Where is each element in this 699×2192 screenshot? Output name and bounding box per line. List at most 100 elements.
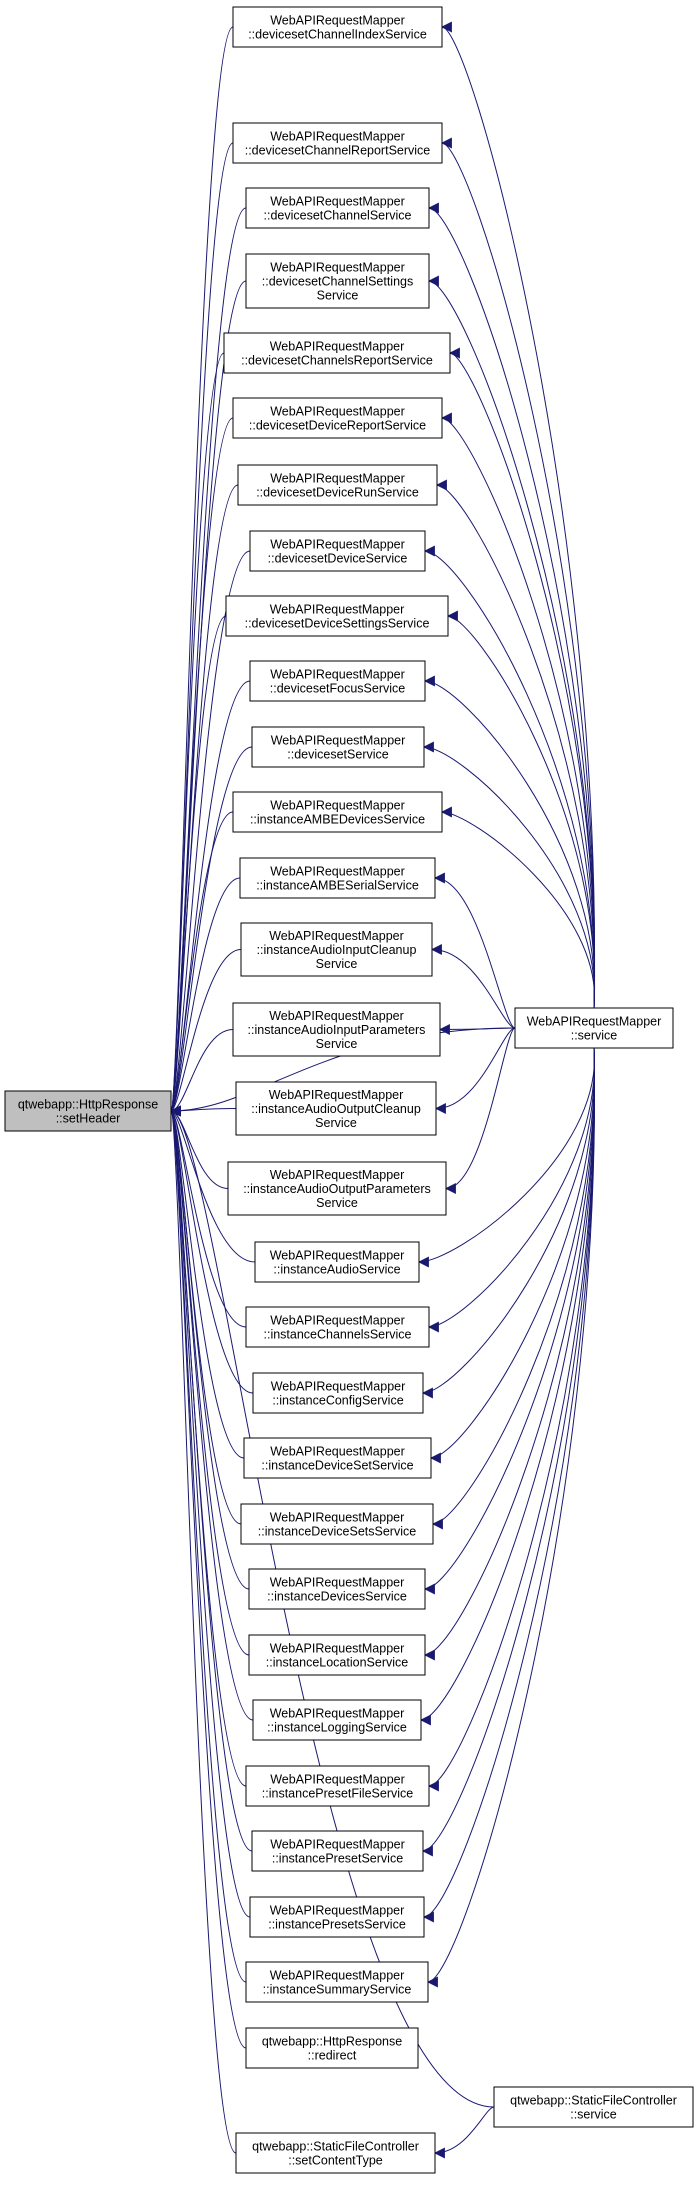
node-box — [4, 1090, 172, 1132]
node-dsService[interactable]: WebAPIRequestMapper::devicesetService — [251, 726, 425, 768]
node-redirect[interactable]: qtwebapp::HttpResponse::redirect — [245, 2027, 419, 2069]
node-ilogService[interactable]: WebAPIRequestMapper::instanceLoggingServ… — [252, 1699, 422, 1741]
node-iaocService[interactable]: WebAPIRequestMapper::instanceAudioOutput… — [235, 1081, 437, 1136]
node-label-line: WebAPIRequestMapper — [271, 1380, 406, 1394]
node-dcrService[interactable]: WebAPIRequestMapper::devicesetChannelRep… — [232, 122, 443, 164]
node-dcrsService[interactable]: WebAPIRequestMapper::devicesetChannelsRe… — [223, 332, 451, 374]
edge-mapperService-to-ipsService — [422, 1047, 595, 1923]
node-label-line: ::instanceConfigService — [272, 1394, 403, 1408]
node-iaicService[interactable]: WebAPIRequestMapper::instanceAudioInputC… — [240, 922, 433, 977]
node-label-line: ::devicesetChannelReportService — [245, 144, 431, 158]
edge-mapperService-to-iaopService — [444, 1027, 516, 1194]
node-label-line: WebAPIRequestMapper — [270, 1445, 405, 1459]
node-box — [248, 1634, 426, 1676]
edge-iambedService-to-root — [169, 811, 234, 1117]
node-ddrunService[interactable]: WebAPIRequestMapper::devicesetDeviceRunS… — [237, 464, 438, 506]
node-label-line: ::devicesetChannelIndexService — [248, 28, 427, 42]
node-box — [249, 530, 426, 572]
node-label-line: ::instanceAudioInputCleanup — [257, 943, 417, 957]
node-ipfService[interactable]: WebAPIRequestMapper::instancePresetFileS… — [245, 1765, 430, 1807]
node-label-line: ::devicesetService — [287, 748, 388, 762]
node-setContentType[interactable]: qtwebapp::StaticFileController::setConte… — [235, 2132, 436, 2174]
node-box — [245, 1961, 429, 2003]
node-label-line: WebAPIRequestMapper — [270, 1707, 405, 1721]
node-box — [243, 1437, 432, 1479]
edge-iambesService-to-root — [169, 877, 241, 1117]
node-ilocService[interactable]: WebAPIRequestMapper::instanceLocationSer… — [248, 1634, 426, 1676]
node-label-line: ::instanceDevicesService — [267, 1590, 407, 1604]
node-label-line: ::instanceAMBEDevicesService — [250, 813, 425, 827]
edge-mapperService-to-iaicService — [430, 944, 516, 1029]
node-label-line: ::instanceSummaryService — [263, 1983, 412, 1997]
node-label-line: Service — [316, 957, 358, 971]
node-label-line: WebAPIRequestMapper — [270, 130, 405, 144]
node-dcService[interactable]: WebAPIRequestMapper::devicesetChannelSer… — [245, 187, 430, 229]
node-box — [245, 1306, 430, 1348]
node-label-line: ::devicesetDeviceSettingsService — [245, 617, 430, 631]
node-iaopService[interactable]: WebAPIRequestMapper::instanceAudioOutput… — [227, 1161, 447, 1216]
node-label-line: WebAPIRequestMapper — [270, 1511, 405, 1525]
edge-mapperService-to-ddsService — [446, 610, 596, 1009]
node-idsetService[interactable]: WebAPIRequestMapper::instanceDeviceSetSe… — [243, 1437, 432, 1479]
edge-ddsService-to-root — [169, 615, 227, 1116]
node-box — [235, 2132, 436, 2174]
node-ddService[interactable]: WebAPIRequestMapper::devicesetDeviceServ… — [249, 530, 426, 572]
edge-mapperService-to-ddrService — [440, 412, 596, 1009]
node-idevService[interactable]: WebAPIRequestMapper::instanceDevicesServ… — [248, 1568, 426, 1610]
node-label-line: qtwebapp::HttpResponse — [262, 2035, 402, 2049]
node-ipService[interactable]: WebAPIRequestMapper::instancePresetServi… — [251, 1830, 424, 1872]
node-label-line: WebAPIRequestMapper — [270, 1773, 405, 1787]
node-ddsService[interactable]: WebAPIRequestMapper::devicesetDeviceSett… — [225, 595, 449, 637]
node-label-line: qtwebapp::StaticFileController — [510, 2094, 677, 2108]
node-iambesService[interactable]: WebAPIRequestMapper::instanceAMBESerialS… — [239, 857, 436, 899]
node-ipsService[interactable]: WebAPIRequestMapper::instancePresetsServ… — [249, 1896, 425, 1938]
node-mapperService[interactable]: WebAPIRequestMapper::service — [514, 1007, 674, 1049]
node-iambedService[interactable]: WebAPIRequestMapper::instanceAMBEDevices… — [232, 791, 443, 833]
node-icService[interactable]: WebAPIRequestMapper::instanceChannelsSer… — [245, 1306, 430, 1348]
edge-mapperService-to-idsetsService — [431, 1047, 595, 1530]
node-dcsService[interactable]: WebAPIRequestMapper::devicesetChannelSet… — [245, 253, 430, 309]
edge-mapperService-to-isumService — [426, 1047, 596, 1988]
edge-mapperService-to-ipfService — [427, 1047, 596, 1792]
node-label-line: ::instanceLoggingService — [267, 1721, 407, 1735]
node-box — [223, 332, 451, 374]
node-box — [240, 922, 433, 977]
node-label-line: WebAPIRequestMapper — [269, 1009, 404, 1023]
node-dfService[interactable]: WebAPIRequestMapper::devicesetFocusServi… — [249, 660, 426, 702]
node-label-line: WebAPIRequestMapper — [270, 261, 405, 275]
edge-mapperService-to-ddService — [423, 545, 595, 1009]
edge-idsetService-to-root — [169, 1105, 245, 1459]
node-label-line: ::redirect — [308, 2049, 357, 2063]
edge-mapperService-to-idevService — [423, 1047, 595, 1595]
node-dciService[interactable]: WebAPIRequestMapper::devicesetChannelInd… — [232, 6, 443, 48]
edge-mapperService-to-dfService — [423, 675, 595, 1009]
node-box — [245, 187, 430, 229]
node-box — [251, 726, 425, 768]
node-label-line: Service — [317, 289, 359, 303]
node-box — [239, 857, 436, 899]
edge-mapperService-to-ilogService — [419, 1047, 595, 1726]
node-ddrService[interactable]: WebAPIRequestMapper::devicesetDeviceRepo… — [232, 397, 443, 439]
node-box — [227, 1161, 447, 1216]
edge-iaicService-to-root — [169, 949, 242, 1117]
edge-mapperService-to-iaService — [417, 1047, 595, 1268]
node-iaService[interactable]: WebAPIRequestMapper::instanceAudioServic… — [254, 1241, 420, 1283]
node-isumService[interactable]: WebAPIRequestMapper::instanceSummaryServ… — [245, 1961, 429, 2003]
node-label-line: WebAPIRequestMapper — [271, 734, 406, 748]
node-box — [252, 1372, 424, 1414]
node-label-line: WebAPIRequestMapper — [270, 405, 405, 419]
root-node[interactable]: qtwebapp::HttpResponse::setHeader — [4, 1090, 172, 1132]
node-sfcService[interactable]: qtwebapp::StaticFileController::service — [493, 2086, 694, 2128]
node-box — [237, 464, 438, 506]
edge-mapperService-to-dciService — [440, 21, 596, 1009]
edge-mapperService-to-dcrsService — [448, 347, 596, 1009]
node-iconfService[interactable]: WebAPIRequestMapper::instanceConfigServi… — [252, 1372, 424, 1414]
node-box — [232, 397, 443, 439]
node-box — [232, 122, 443, 164]
edge-ipsService-to-root — [169, 1106, 251, 1918]
node-box — [249, 1896, 425, 1938]
node-idsetsService[interactable]: WebAPIRequestMapper::instanceDeviceSetsS… — [240, 1503, 434, 1545]
node-iaipService[interactable]: WebAPIRequestMapper::instanceAudioInputP… — [232, 1002, 441, 1057]
edge-ilogService-to-root — [169, 1105, 254, 1721]
